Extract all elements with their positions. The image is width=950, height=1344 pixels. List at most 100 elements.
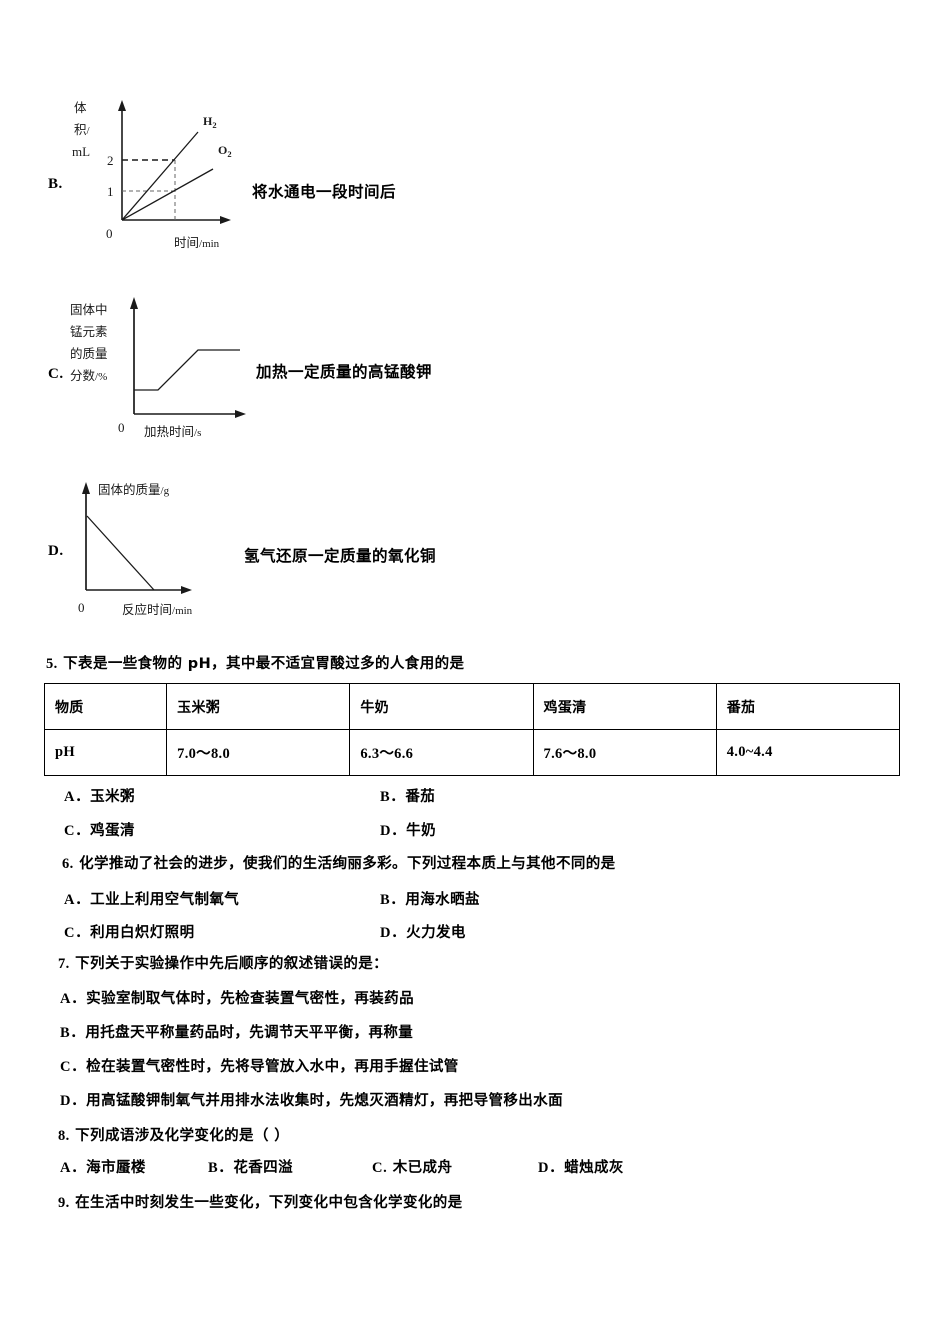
question-6-option-d-letter: D． — [380, 925, 407, 941]
chart-b-ylabel-line3: mL — [72, 144, 90, 159]
question-5-option-a-letter: A． — [64, 789, 91, 805]
table-cell-ph-3: 4.0~4.4 — [715, 729, 901, 776]
table-row-ph: pH 7.0～8.0 6.3～6.6 7.6～8.0 4.0~4.4 — [43, 729, 901, 776]
question-7-option-a-text: 实验室制取气体时，先检查装置气密性，再装药品 — [86, 991, 414, 1007]
question-8-option-a-letter: A． — [60, 1160, 87, 1176]
table-header-cell-3: 鸡蛋清 — [532, 683, 717, 730]
question-6-option-c-text: 利用白炽灯照明 — [90, 925, 195, 941]
question-5-option-c[interactable]: C．鸡蛋清 — [64, 819, 135, 840]
question-7-option-c-text: 检在装置气密性时，先将导管放入水中，再用手握住试管 — [86, 1059, 459, 1075]
question-5-option-c-text: 鸡蛋清 — [90, 823, 135, 839]
chart-c-ylabel-line4: 分数/% — [70, 368, 107, 383]
chart-c-ylabel-line3: 的质量 — [70, 346, 108, 361]
question-5-option-b-text: 番茄 — [405, 789, 436, 805]
chart-b-y-arrow — [118, 100, 126, 111]
question-7-option-b-letter: B． — [60, 1025, 86, 1041]
chart-d-ylabel: 固体的质量/g — [98, 482, 170, 497]
question-5-option-b[interactable]: B．番茄 — [380, 785, 435, 806]
chart-d-x-arrow — [181, 586, 192, 594]
question-5-option-d[interactable]: D．牛奶 — [380, 819, 436, 840]
question-7-option-c-letter: C． — [60, 1059, 87, 1075]
chart-c-xlabel: 加热时间/s — [144, 424, 201, 439]
question-8-text: 下列成语涉及化学变化的是（ ） — [75, 1128, 290, 1144]
question-6-option-a-text: 工业上利用空气制氧气 — [90, 892, 240, 908]
question-7-option-a[interactable]: A．实验室制取气体时，先检查装置气密性，再装药品 — [60, 987, 414, 1008]
chart-d-h2-reduce-cuo: 0 固体的质量/g 反应时间/min — [72, 472, 312, 618]
choice-letter-b: B. — [48, 176, 63, 192]
question-6-option-b-text: 用海水晒盐 — [405, 892, 480, 908]
choice-d-description: 氢气还原一定质量的氧化铜 — [244, 547, 437, 565]
chart-c-ylabel-line2: 锰元素 — [70, 324, 108, 339]
ph-table: 物质 玉米粥 牛奶 鸡蛋清 番茄 pH 7.0～8.0 6.3～6.6 7.6～… — [43, 683, 901, 776]
question-5-text: 下表是一些食物的 pH，其中最不适宜胃酸过多的人食用的是 — [63, 656, 465, 672]
choice-letter-c: C. — [48, 366, 64, 382]
question-5-option-d-text: 牛奶 — [406, 823, 436, 839]
table-header-cell-4: 番茄 — [715, 683, 901, 730]
chart-c-kmno4-heating: 0 固体中 锰元素 的质量 分数/% 加热时间/s — [62, 292, 292, 440]
table-row-header: 物质 玉米粥 牛奶 鸡蛋清 番茄 — [43, 683, 901, 730]
question-6-option-a[interactable]: A．工业上利用空气制氧气 — [64, 888, 239, 909]
table-header-cell-0: 物质 — [43, 683, 168, 730]
question-8-option-a-text: 海市蜃楼 — [86, 1160, 146, 1176]
question-8-option-b-letter: B． — [208, 1160, 234, 1176]
question-7-text: 下列关于实验操作中先后顺序的叙述错误的是： — [75, 956, 389, 972]
question-8-option-d-text: 蜡烛成灰 — [564, 1160, 624, 1176]
question-7-option-d-text: 用高锰酸钾制氧气并用排水法收集时，先熄灭酒精灯，再把导管移出水面 — [86, 1093, 563, 1109]
chart-c-curve — [134, 349, 240, 391]
table-cell-ph-1: 6.3～6.6 — [349, 729, 534, 776]
chart-b-series-o2-label: O2 — [218, 143, 232, 159]
chart-b-ylabel-line1: 体 — [74, 100, 87, 115]
question-7-stem: 7. 下列关于实验操作中先后顺序的叙述错误的是： — [58, 952, 388, 973]
choice-c-description: 加热一定质量的高锰酸钾 — [256, 363, 433, 381]
chart-b-series-o2-line — [121, 168, 214, 221]
question-5-option-c-letter: C． — [64, 823, 91, 839]
question-6-option-b[interactable]: B．用海水晒盐 — [380, 888, 480, 909]
question-8-option-d[interactable]: D．蜡烛成灰 — [538, 1156, 624, 1177]
question-5-option-b-letter: B． — [380, 789, 406, 805]
question-7-option-b-text: 用托盘天平称量药品时，先调节天平平衡，再称量 — [85, 1025, 414, 1041]
choice-b-description: 将水通电一段时间后 — [252, 183, 397, 201]
question-9-stem: 9. 在生活中时刻发生一些变化，下列变化中包含化学变化的是 — [58, 1191, 463, 1212]
question-6-option-d[interactable]: D．火力发电 — [380, 921, 466, 942]
chart-b-ylabel-line2: 积/ — [74, 122, 91, 137]
question-6-option-c-letter: C． — [64, 925, 91, 941]
chart-b-series-h2-label: H2 — [203, 114, 217, 130]
question-7-option-d-letter: D． — [60, 1093, 87, 1109]
question-7-option-d[interactable]: D．用高锰酸钾制氧气并用排水法收集时，先熄灭酒精灯，再把导管移出水面 — [60, 1089, 563, 1110]
question-9-number: 9. — [58, 1195, 70, 1211]
question-8-option-b[interactable]: B．花香四溢 — [208, 1156, 293, 1177]
question-6-number: 6. — [62, 856, 74, 872]
chart-c-ylabel-line1: 固体中 — [70, 302, 108, 317]
chart-b-xlabel: 时间/min — [174, 235, 220, 250]
chart-b-x-arrow — [220, 216, 231, 224]
question-5-option-a[interactable]: A．玉米粥 — [64, 785, 135, 806]
question-8-option-c-letter: C. — [372, 1160, 388, 1176]
question-5-number: 5. — [46, 656, 58, 672]
question-6-stem: 6. 化学推动了社会的进步，使我们的生活绚丽多彩。下列过程本质上与其他不同的是 — [62, 852, 616, 873]
question-8-option-c[interactable]: C. 木已成舟 — [372, 1156, 452, 1177]
chart-b-water-electrolysis: 2 1 0 体 积/ mL H2 O2 时间/min — [70, 92, 290, 252]
question-6-option-b-letter: B． — [380, 892, 406, 908]
table-header-cell-2: 牛奶 — [349, 683, 534, 730]
table-cell-ph-2: 7.6～8.0 — [532, 729, 717, 776]
question-8-option-a[interactable]: A．海市蜃楼 — [60, 1156, 146, 1177]
chart-b-series-h2-line — [121, 131, 199, 221]
chart-d-origin-label: 0 — [78, 600, 85, 615]
question-8-option-b-text: 花香四溢 — [233, 1160, 293, 1176]
question-5-option-a-text: 玉米粥 — [90, 789, 135, 805]
question-7-option-b[interactable]: B．用托盘天平称量药品时，先调节天平平衡，再称量 — [60, 1021, 413, 1042]
question-6-option-d-text: 火力发电 — [406, 925, 466, 941]
chart-b-ytick-2: 2 — [107, 153, 114, 168]
chart-b-ytick-1: 1 — [107, 184, 114, 199]
chart-c-y-arrow — [130, 297, 138, 309]
choice-letter-d: D. — [48, 543, 64, 559]
question-7-option-c[interactable]: C．检在装置气密性时，先将导管放入水中，再用手握住试管 — [60, 1055, 459, 1076]
chart-d-curve — [86, 515, 155, 591]
table-header-cell-1: 玉米粥 — [166, 683, 351, 730]
table-cell-ph-0: 7.0～8.0 — [166, 729, 351, 776]
question-6-option-c[interactable]: C．利用白炽灯照明 — [64, 921, 194, 942]
question-6-option-a-letter: A． — [64, 892, 91, 908]
chart-b-origin-label: 0 — [106, 226, 113, 241]
question-6-text: 化学推动了社会的进步，使我们的生活绚丽多彩。下列过程本质上与其他不同的是 — [79, 856, 616, 872]
